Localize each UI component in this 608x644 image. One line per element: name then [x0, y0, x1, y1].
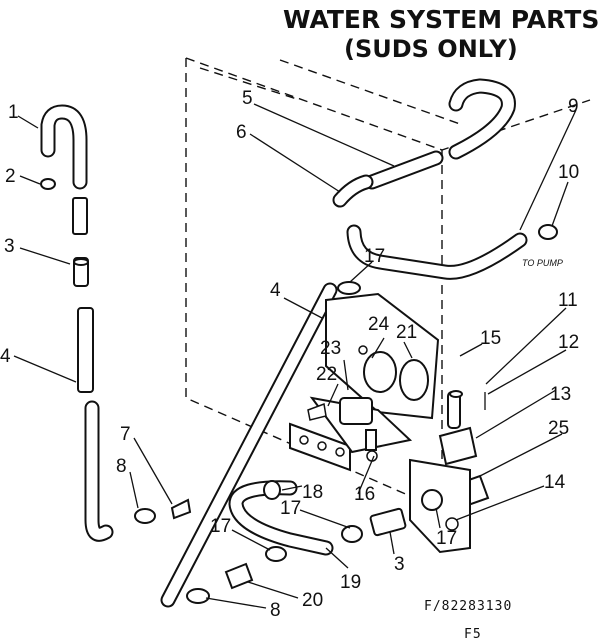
callout-19: 19 — [340, 572, 361, 593]
leader-lines — [13, 103, 577, 609]
callout-17-top: 17 — [364, 246, 385, 267]
diagram-code: F/82283130 — [424, 599, 512, 614]
callout-5: 5 — [242, 88, 253, 109]
title-line2: (SUDS ONLY) — [344, 35, 518, 63]
callout-22: 22 — [316, 364, 337, 385]
callout-8-upper: 8 — [116, 456, 127, 477]
callout-13: 13 — [550, 384, 571, 405]
callout-21: 21 — [396, 322, 417, 343]
callout-8-lower: 8 — [270, 600, 281, 621]
callout-7: 7 — [120, 424, 131, 445]
callout-6: 6 — [236, 122, 247, 143]
callout-3-bottom: 3 — [394, 554, 405, 575]
upper-hoses — [332, 78, 558, 295]
callout-16: 16 — [354, 484, 375, 505]
title-line1: WATER SYSTEM PARTS — [283, 5, 599, 34]
callout-17-right: 17 — [436, 528, 457, 549]
callout-4-center: 4 — [270, 280, 281, 301]
lower-hose — [134, 345, 407, 604]
valve-assembly — [289, 292, 490, 554]
callouts: 1 2 3 4 5 6 9 10 17 4 24 21 15 23 22 11 … — [0, 88, 579, 621]
callout-4-left: 4 — [0, 346, 11, 367]
callout-11: 11 — [558, 290, 578, 311]
callout-24: 24 — [368, 314, 390, 335]
callout-12: 12 — [558, 332, 579, 353]
callout-25: 25 — [548, 418, 569, 439]
to-pump-label: TO PUMP — [522, 258, 563, 268]
long-hose — [160, 282, 338, 608]
callout-20: 20 — [302, 590, 323, 611]
callout-18: 18 — [302, 482, 323, 503]
page-code: F5 — [464, 627, 482, 642]
inlet-hose-assembly — [40, 104, 114, 542]
callout-10: 10 — [558, 162, 579, 183]
callout-14: 14 — [544, 472, 566, 493]
callout-3: 3 — [4, 236, 15, 257]
callout-23: 23 — [320, 338, 341, 359]
callout-15: 15 — [480, 328, 501, 349]
callout-2: 2 — [5, 166, 16, 187]
callout-1: 1 — [8, 102, 19, 123]
callout-17-middle: 17 — [280, 498, 301, 519]
callout-9: 9 — [568, 96, 579, 117]
callout-17-lower: 17 — [210, 516, 231, 537]
